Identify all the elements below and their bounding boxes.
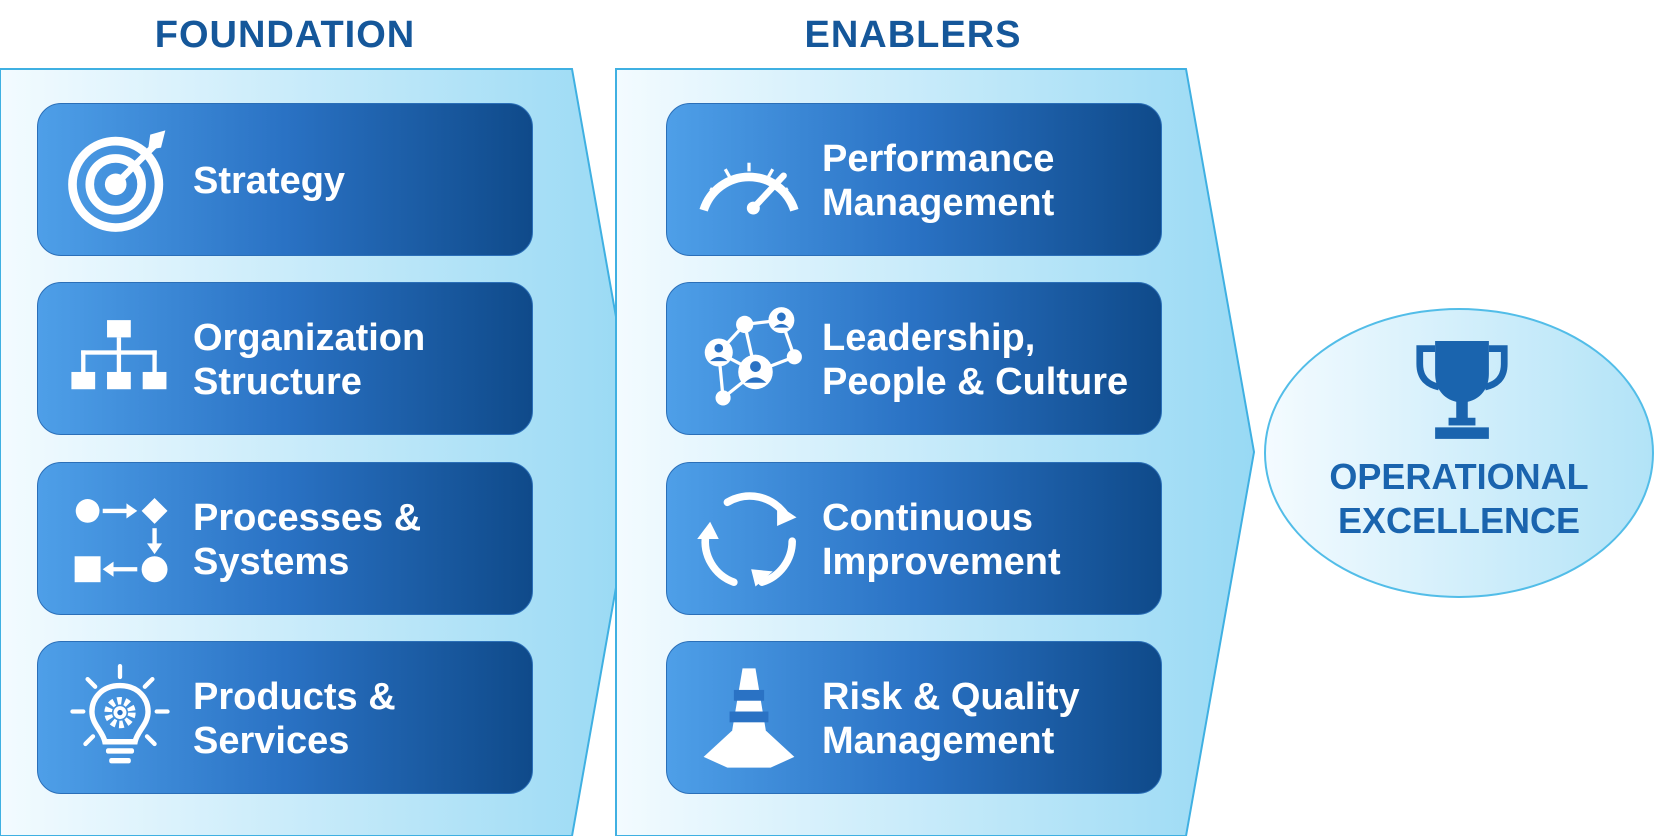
card-label-line2: Management <box>822 181 1055 224</box>
card-label-line1: Leadership, <box>822 316 1036 359</box>
card-label-line2: People & Culture <box>822 360 1129 403</box>
card-label-line1: Strategy <box>193 159 346 202</box>
card-label-line2: Improvement <box>822 540 1061 583</box>
foundation-title: FOUNDATION <box>154 14 416 56</box>
card-label-line1: Risk & Quality <box>822 675 1080 718</box>
outcome-line2: EXCELLENCE <box>1337 500 1581 541</box>
card-label-line2: Systems <box>193 540 350 583</box>
traffic-cone-icon <box>703 668 795 768</box>
card-label-line1: Products & <box>193 675 396 718</box>
card-processes-systems: Processes &Systems <box>37 462 533 615</box>
org-chart-icon <box>71 320 167 390</box>
card-label-line2: Management <box>822 719 1055 762</box>
people-network-icon <box>704 307 802 406</box>
outcome-line1: OPERATIONAL <box>1329 456 1589 497</box>
lightbulb-gear-icon <box>70 664 170 764</box>
trophy-icon <box>1416 340 1508 439</box>
cycle-arrows-icon <box>697 492 797 587</box>
card-leadership-people-culture: Leadership,People & Culture <box>666 282 1162 435</box>
card-strategy: Strategy <box>37 103 533 256</box>
card-products-services: Products &Services <box>37 641 533 794</box>
card-label-line2: Services <box>193 719 350 762</box>
process-flow-icon <box>74 497 168 583</box>
enablers-title: ENABLERS <box>804 14 1022 56</box>
card-label-line2: Structure <box>193 360 362 403</box>
card-label-line1: Performance <box>822 137 1055 180</box>
card-label-line1: Processes & <box>193 496 422 539</box>
speedometer-icon <box>699 162 799 215</box>
target-icon <box>68 130 166 232</box>
card-label-line1: Continuous <box>822 496 1034 539</box>
card-label-line1: Organization <box>193 316 426 359</box>
